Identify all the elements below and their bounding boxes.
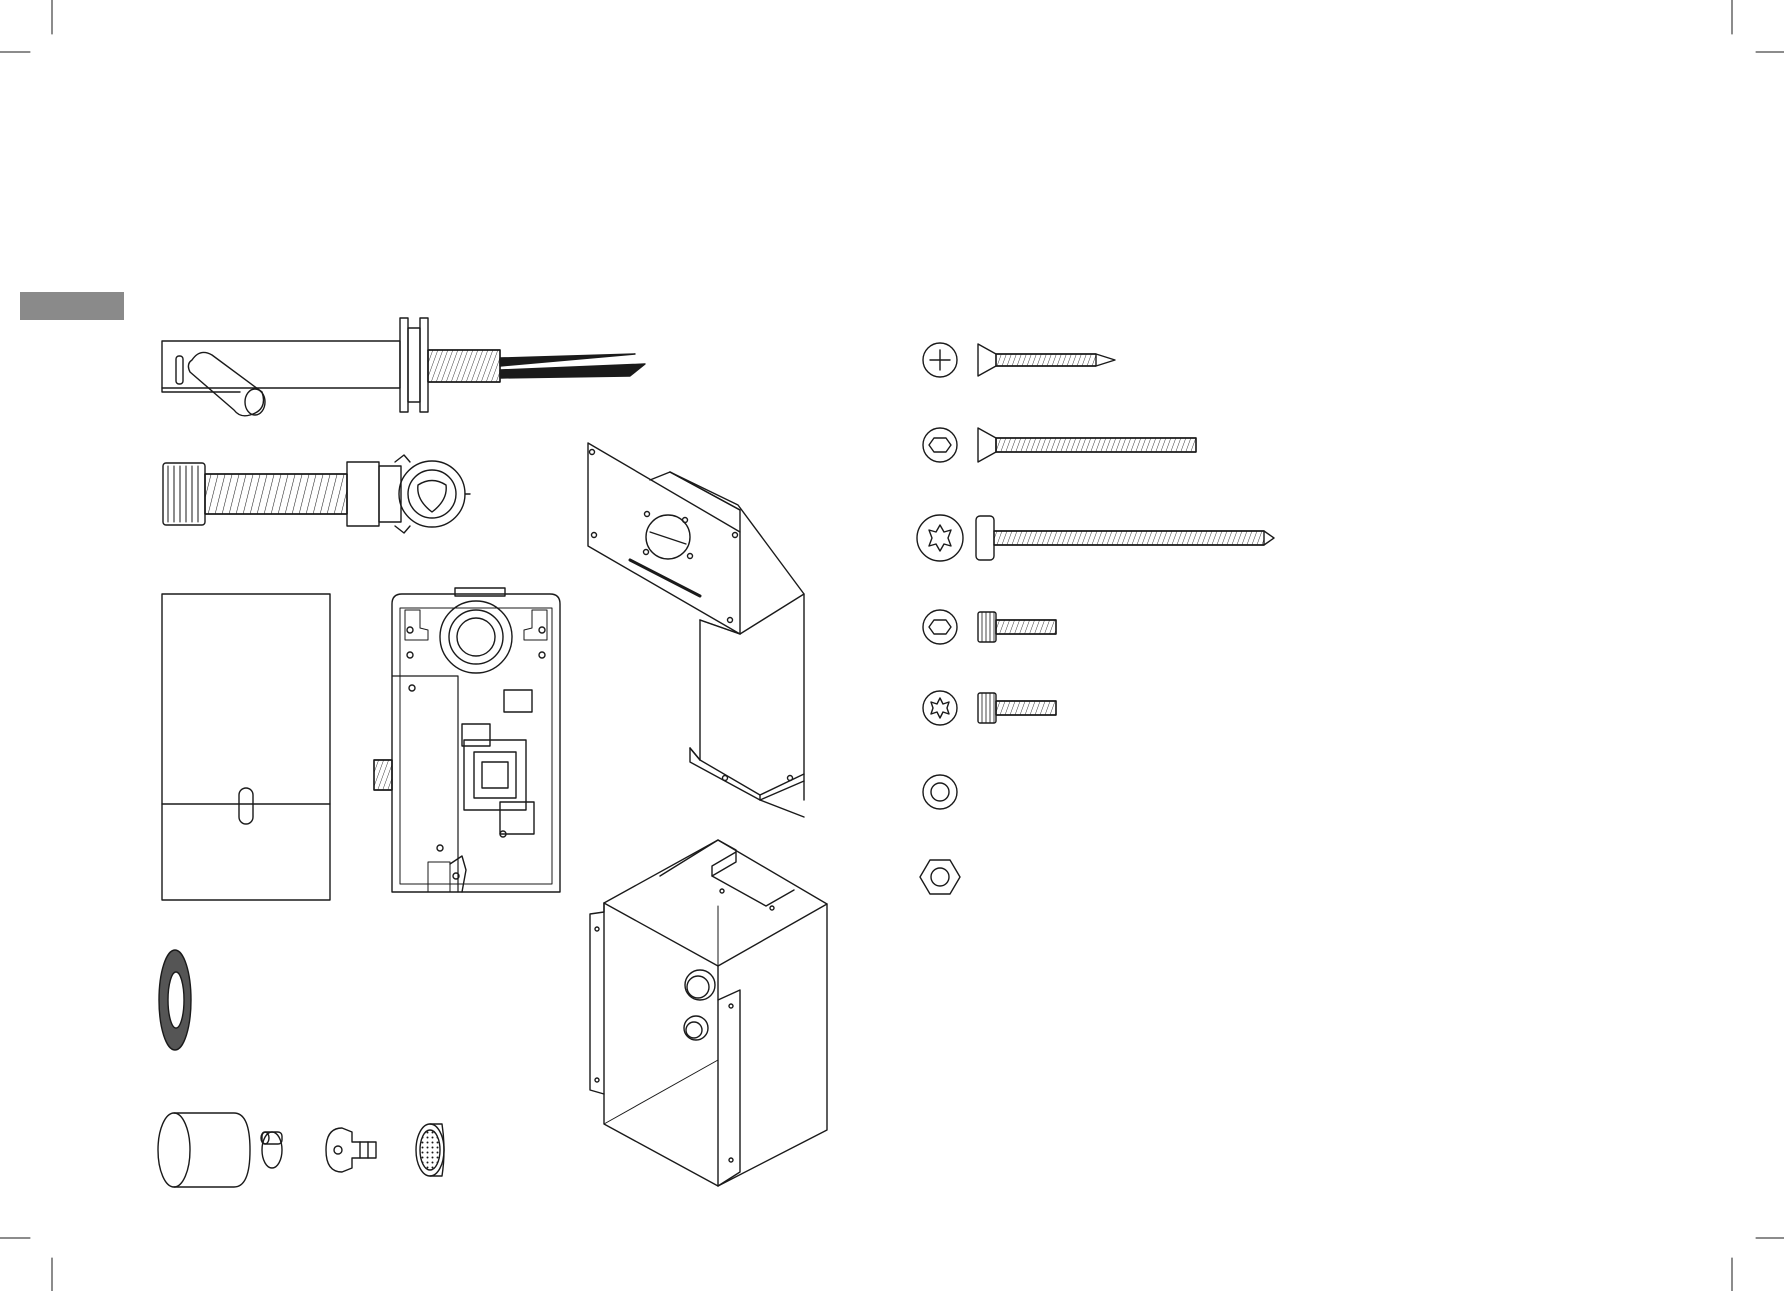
pan-head-wood-screw-icon — [976, 516, 1274, 560]
hex-socket-head-icon — [923, 610, 957, 644]
hex-socket-head-icon — [923, 428, 957, 462]
crop-mark-top-right-icon — [1732, 0, 1784, 52]
short-torx-bolt-icon — [978, 693, 1056, 723]
installation-box-illustration — [590, 840, 827, 1186]
control-unit-illustration — [374, 588, 560, 892]
gasket-ring-illustration — [159, 950, 191, 1050]
washer-icon — [923, 775, 957, 809]
crop-mark-bottom-right-icon — [1732, 1238, 1784, 1291]
round-cap-illustration — [158, 1113, 250, 1187]
faucet-spout-illustration — [162, 318, 645, 416]
hex-nut-icon — [920, 860, 960, 894]
crop-mark-top-left-icon — [0, 0, 52, 52]
phillips-head-icon — [923, 343, 957, 377]
long-countersunk-machine-screw-icon — [978, 428, 1196, 462]
crop-mark-bottom-left-icon — [0, 1238, 52, 1291]
mounting-bracket-illustration — [588, 443, 804, 817]
countersunk-wood-screw-icon — [978, 344, 1115, 376]
hose-clamp-illustration — [261, 1132, 282, 1168]
service-key-illustration — [326, 1128, 376, 1172]
short-hex-socket-bolt-icon — [978, 612, 1056, 642]
torx-head-icon — [923, 691, 957, 725]
flexible-hose-connector-illustration — [163, 455, 470, 533]
aerator-illustration — [416, 1124, 444, 1176]
template-sheet-illustration — [162, 594, 330, 900]
torx-head-icon — [917, 515, 963, 561]
